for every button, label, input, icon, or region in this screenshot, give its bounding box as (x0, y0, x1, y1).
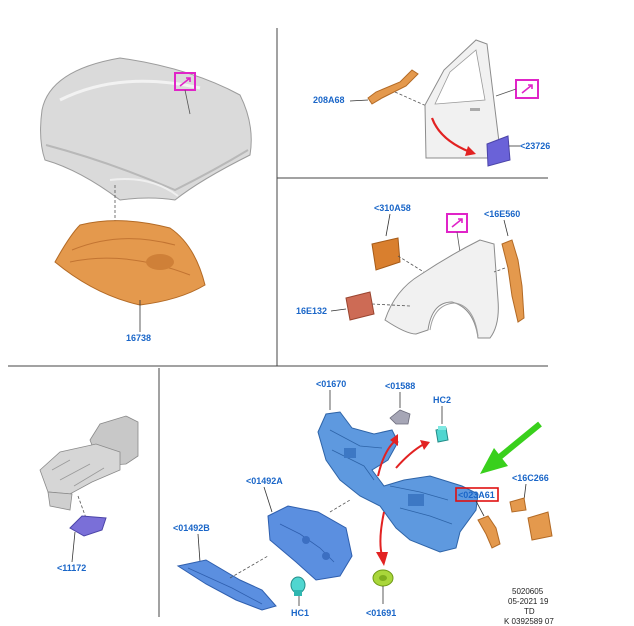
dash-insulator-right-part[interactable] (176, 559, 277, 611)
dash-side-part[interactable] (477, 515, 501, 549)
door-marker-icon[interactable] (515, 79, 539, 99)
footer-code: 5020605 (512, 587, 544, 596)
callout-bracket[interactable]: <01588 (385, 381, 415, 391)
green-pointer-arrow (480, 421, 542, 474)
fender-marker-icon[interactable] (446, 213, 468, 233)
door-seal-part[interactable] (367, 69, 419, 105)
panel-dividers (8, 28, 548, 617)
callout-door-seal[interactable]: 208A68 (313, 95, 345, 105)
hc2-clip-part[interactable] (435, 426, 449, 443)
dash-panel-part[interactable] (317, 411, 479, 553)
side-pad-lower-part[interactable] (527, 511, 553, 541)
hood-part[interactable] (40, 57, 252, 201)
callout-door-patch[interactable]: <23726 (520, 141, 550, 151)
callout-dash-right[interactable]: <01492B (173, 523, 210, 533)
dash-red-arrow-up-right (395, 443, 425, 469)
fender-pad-part[interactable] (345, 291, 375, 321)
dash-insulator-left-part[interactable] (267, 505, 353, 581)
callout-dash-upper[interactable]: <01670 (316, 379, 346, 389)
callout-side-pads[interactable]: <16C266 (512, 473, 549, 483)
floor-console-part[interactable] (39, 415, 139, 511)
footer-date: 05-2021 19 (508, 597, 549, 606)
tunnel-pad-part[interactable] (69, 515, 107, 537)
callout-tunnel-pad[interactable]: <11172 (57, 563, 86, 573)
callout-dash-side[interactable]: <023A61 (458, 490, 495, 500)
callout-grommet[interactable]: <01691 (366, 608, 396, 618)
bracket-part[interactable] (389, 409, 411, 425)
callout-hood-insulator[interactable]: 16738 (126, 333, 151, 343)
dash-panel: <01670 <01588 HC2 <023A61 (173, 379, 553, 618)
hood-insulator-part[interactable] (54, 220, 206, 306)
door-patch-part[interactable] (486, 135, 511, 167)
floor-tunnel-panel: <11172 (39, 415, 139, 573)
fender-seal-part[interactable] (501, 239, 525, 323)
fender-block-part[interactable] (371, 237, 401, 271)
callout-hc2[interactable]: HC2 (433, 395, 451, 405)
front-door-panel: 208A68 <23726 (313, 39, 550, 167)
door-red-arrow (430, 117, 471, 154)
callout-fender-seal[interactable]: <16E560 (484, 209, 520, 219)
hc1-clip-part[interactable] (290, 576, 306, 596)
highlight-box (455, 487, 499, 502)
dash-red-arrow-down (379, 511, 385, 557)
front-fender-panel: <310A58 <16E560 16E132 (296, 203, 525, 339)
hood-panel: 16738 (40, 57, 252, 343)
footer-initials: TD (524, 607, 535, 616)
callout-fender-pad[interactable]: 16E132 (296, 306, 327, 316)
front-fender-part[interactable] (384, 239, 499, 339)
callout-hc1[interactable]: HC1 (291, 608, 309, 618)
grommet-part[interactable] (372, 569, 394, 587)
callout-dash-left[interactable]: <01492A (246, 476, 283, 486)
side-pad-upper-part[interactable] (509, 497, 527, 513)
front-door-part[interactable] (424, 39, 501, 159)
footer-ref: K 0392589 07 (504, 617, 554, 626)
diagram-footer: 5020605 05-2021 19 TD K 0392589 07 (504, 587, 554, 626)
callout-fender-block[interactable]: <310A58 (374, 203, 411, 213)
